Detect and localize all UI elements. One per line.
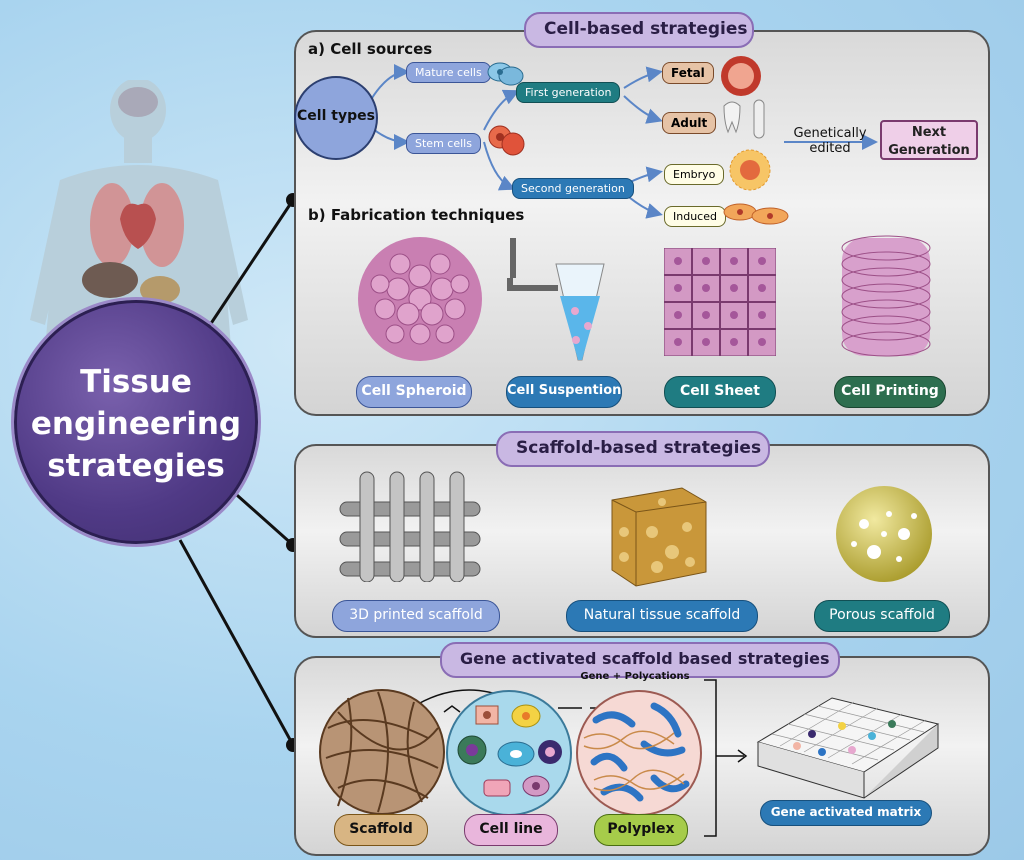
scaffold-pill: Scaffold	[334, 814, 428, 846]
polyplex-pill: Polyplex	[594, 814, 688, 846]
main-title-line1: Tissue	[80, 364, 192, 400]
gene-polycations-label: Gene + Polycations	[580, 671, 690, 682]
main-title-line2: engineering	[30, 406, 242, 442]
cell-suspension-illustration	[507, 238, 605, 361]
cell-line-illustration	[446, 690, 572, 816]
next-line1: Next	[911, 125, 947, 140]
gene-activated-title: Gene activated scaffold based strategies	[440, 642, 840, 678]
brain-icon	[118, 87, 158, 117]
mature-cells-tag: Mature cells	[406, 62, 491, 83]
cell-spheroid-illustration	[358, 237, 482, 361]
scaffold-fiber-illustration	[319, 689, 445, 815]
natural-tissue-scaffold-illustration	[611, 487, 707, 587]
cell-spheroid-pill: Cell Spheroid	[356, 376, 472, 408]
cell-sheet-illustration	[664, 248, 776, 356]
natural-tissue-scaffold-pill: Natural tissue scaffold	[566, 600, 758, 632]
cell-sources-label: a) Cell sources	[308, 40, 433, 58]
second-generation-tag: Second generation	[512, 178, 634, 199]
scaffold-based-title: Scaffold-based strategies	[496, 431, 770, 467]
embryo-icon	[729, 149, 771, 191]
cell-printing-pill: Cell Printing	[834, 376, 946, 408]
induced-tag: Induced	[664, 206, 726, 227]
induced-cells-icon	[723, 203, 789, 225]
lung-icon	[90, 183, 134, 267]
tooth-bone-icon	[723, 99, 765, 139]
fetal-tag: Fetal	[662, 62, 714, 84]
mature-cells-icon	[487, 62, 524, 86]
liver-icon	[82, 262, 138, 298]
genetically-edited-label: Genetically edited	[790, 126, 870, 156]
gene-activated-matrix-illustration	[756, 697, 940, 799]
embryo-tag: Embryo	[664, 164, 725, 185]
first-generation-tag: First generation	[516, 82, 621, 103]
porous-scaffold-pill: Porous scaffold	[814, 600, 950, 632]
fetus-icon	[721, 56, 761, 96]
cell-printing-illustration	[841, 235, 931, 357]
fabrication-label: b) Fabrication techniques	[308, 206, 525, 224]
next-generation-box: Next Generation	[880, 120, 978, 160]
next-line2: Generation	[888, 143, 970, 158]
cell-types-label: Cell types	[297, 108, 375, 124]
stem-cells-tag: Stem cells	[406, 133, 481, 154]
genetically-line2: edited	[809, 141, 851, 156]
3d-printed-scaffold-illustration	[339, 471, 481, 582]
cell-line-pill: Cell line	[464, 814, 558, 846]
cell-types-circle: Cell types	[294, 76, 378, 160]
polyplex-illustration	[576, 690, 702, 816]
main-title-line3: strategies	[47, 448, 225, 484]
adult-tag: Adult	[662, 112, 717, 134]
stem-cells-icon	[488, 125, 525, 156]
heart-icon	[120, 203, 156, 249]
gene-activated-matrix-pill: Gene activated matrix	[760, 800, 932, 826]
porous-scaffold-illustration	[836, 486, 932, 582]
main-strategy-circle: Tissue engineering strategies	[14, 300, 258, 544]
cell-suspension-pill: Cell Suspention	[506, 376, 622, 408]
3d-printed-scaffold-pill: 3D printed scaffold	[332, 600, 500, 632]
genetically-line1: Genetically	[793, 126, 867, 141]
cell-sheet-pill: Cell Sheet	[664, 376, 776, 408]
cell-based-title: Cell-based strategies	[524, 12, 754, 48]
